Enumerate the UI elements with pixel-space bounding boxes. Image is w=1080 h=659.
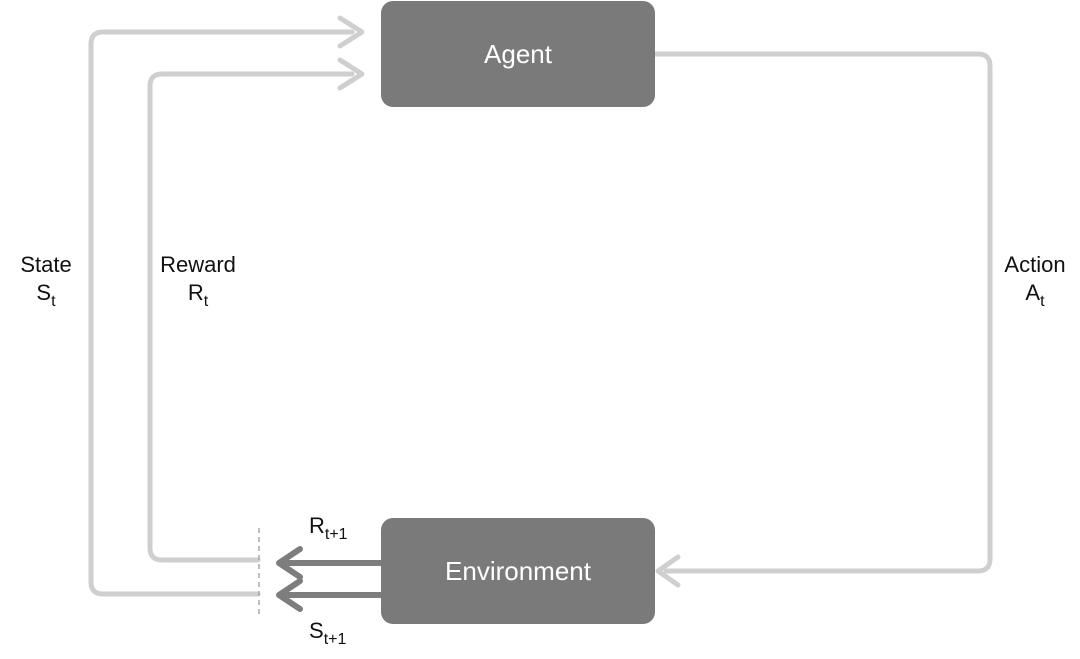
next-state-annotation: St+1	[309, 617, 369, 648]
reward-subscript: t	[203, 293, 209, 310]
reward-title: Reward	[160, 252, 236, 277]
action-subscript: t	[1040, 293, 1045, 310]
state-symbol: S	[36, 280, 52, 305]
state-title: State	[20, 252, 72, 277]
environment-label: Environment	[445, 555, 591, 586]
next-state-symbol: S	[309, 618, 324, 643]
state-subscript: t	[51, 293, 56, 310]
action-arrowhead	[655, 554, 681, 588]
action-symbol: A	[1025, 280, 1041, 305]
next-reward-subscript: t+1	[324, 526, 348, 543]
state-symbol-line: St	[12, 279, 80, 310]
next-reward-symbol: R	[309, 513, 325, 538]
reward-output-arrowhead	[276, 546, 303, 580]
state-output-arrowhead	[276, 578, 303, 612]
state-feedback-line	[88, 29, 355, 597]
next-state-subscript: t+1	[323, 631, 347, 648]
reward-arrowhead	[337, 57, 365, 91]
reward-symbol-line: Rt	[150, 279, 246, 310]
action-title: Action	[1004, 252, 1066, 277]
state-arrowhead	[337, 15, 365, 49]
agent-box: Agent	[381, 1, 655, 107]
agent-label: Agent	[484, 38, 552, 69]
next-reward-annotation: Rt+1	[309, 512, 369, 543]
action-annotation: Action At	[996, 251, 1074, 310]
action-line	[652, 51, 993, 574]
state-annotation: State St	[12, 251, 80, 310]
reward-symbol: R	[187, 280, 204, 305]
reward-annotation: Reward Rt	[150, 251, 246, 310]
reward-feedback-line	[147, 71, 355, 563]
action-symbol-line: At	[996, 279, 1074, 310]
environment-box: Environment	[381, 518, 655, 624]
